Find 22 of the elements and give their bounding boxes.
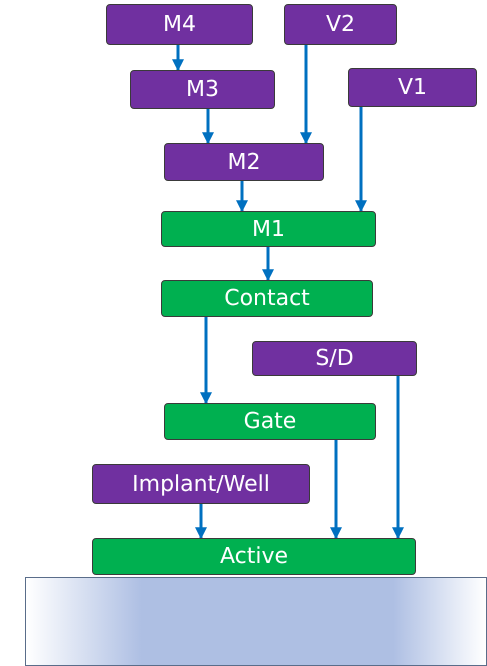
layer-box: M4 [106, 4, 253, 45]
arrow [355, 107, 367, 212]
substrate-block [25, 577, 487, 666]
arrow [392, 376, 404, 540]
layer-box: M2 [164, 143, 324, 181]
layer-box: M1 [161, 211, 376, 247]
layer-box: Implant/Well [92, 464, 310, 504]
layer-box: Gate [164, 403, 376, 440]
arrow [330, 440, 342, 540]
layer-box: M3 [130, 70, 275, 109]
arrow [200, 317, 212, 404]
arrow [202, 109, 214, 144]
layer-box: Active [92, 538, 416, 575]
layer-box: S/D [252, 341, 417, 376]
layer-box: V2 [284, 4, 397, 45]
arrow [262, 247, 274, 282]
arrow [300, 45, 312, 144]
arrow [195, 504, 207, 540]
arrow [236, 181, 248, 212]
layer-box: Contact [161, 280, 373, 317]
layer-box: V1 [348, 68, 477, 107]
arrow [172, 45, 184, 72]
